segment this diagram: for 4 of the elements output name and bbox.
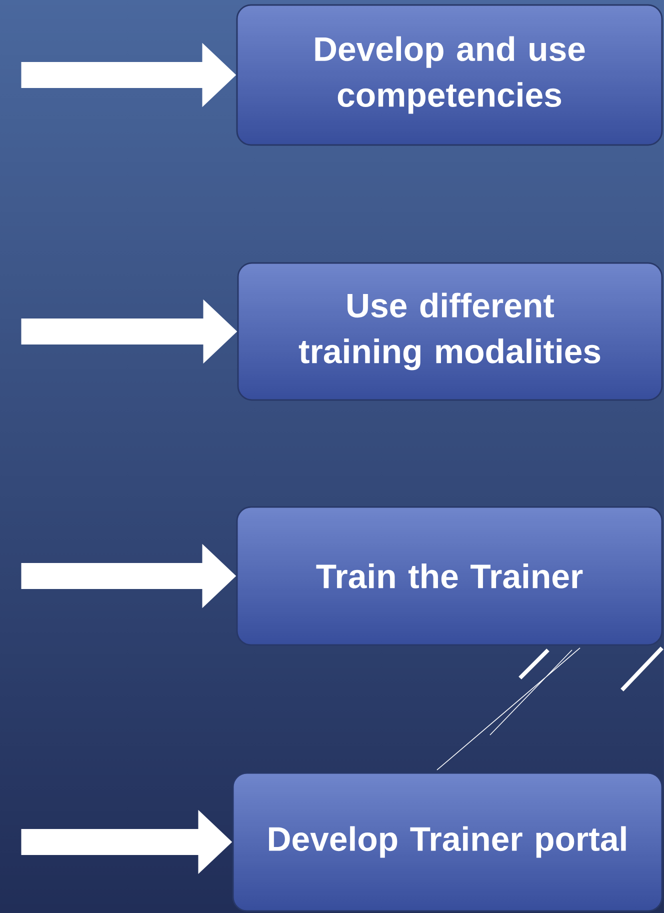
process-box: Develop and use competencies bbox=[236, 4, 663, 146]
process-box: Develop Trainer portal bbox=[232, 772, 663, 912]
process-box: Train the Trainer bbox=[236, 506, 663, 646]
process-box: Use different training modalities bbox=[237, 262, 663, 401]
